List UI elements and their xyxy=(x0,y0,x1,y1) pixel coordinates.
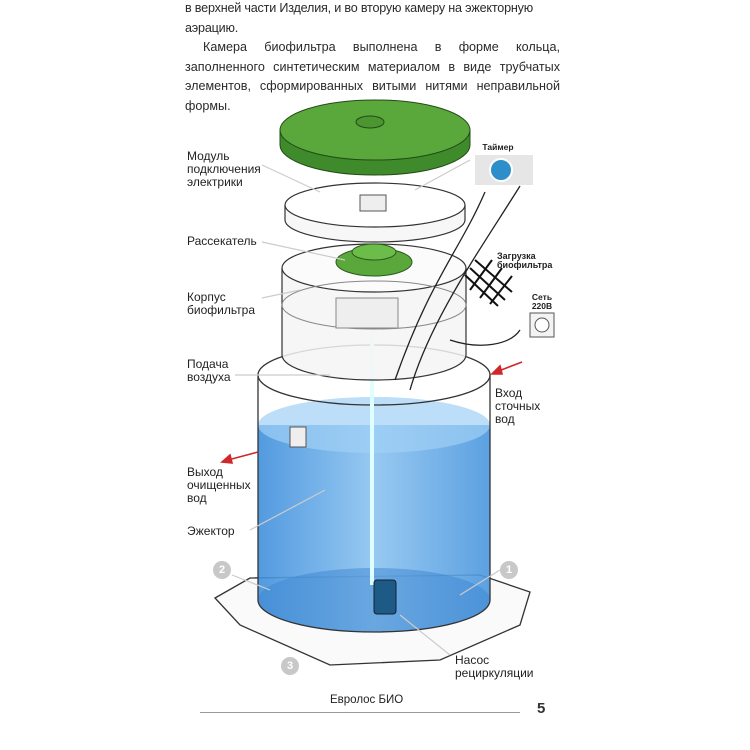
marker-2: 2 xyxy=(213,561,231,579)
cable xyxy=(409,185,521,391)
label-inlet: Вход сточных вод xyxy=(495,386,541,426)
label-ejector: Эжектор xyxy=(187,524,235,538)
label-scatterer: Рассекатель xyxy=(187,234,257,248)
body-text: в верхней части Изделия, и во вторую кам… xyxy=(185,0,560,116)
leader-lines xyxy=(231,159,501,656)
tank-outline xyxy=(257,375,491,633)
timer-socket-icon xyxy=(489,158,513,182)
page-number: 5 xyxy=(537,700,546,717)
paragraph: Камера биофильтра выполнена в форме коль… xyxy=(185,40,560,113)
cable xyxy=(394,191,486,381)
footer-divider xyxy=(200,712,520,713)
label-electrics-module: Модуль подключения электрики xyxy=(187,149,261,189)
label-mains: Сеть 220В xyxy=(531,292,553,311)
label-outlet: Выход очищенных вод xyxy=(187,465,251,505)
paragraph-line: в верхней части Изделия, и во вторую кам… xyxy=(185,1,533,35)
cable xyxy=(449,329,521,346)
label-air-supply: Подача воздуха xyxy=(187,357,231,384)
flow-arrows xyxy=(220,361,523,464)
biofilter-load-icon xyxy=(464,259,513,307)
figure-caption: Евролос БИО xyxy=(330,694,404,706)
marker-3: 3 xyxy=(281,657,299,675)
label-timer: Таймер xyxy=(482,142,514,152)
marker-1: 1 xyxy=(500,561,518,579)
label-pump: Насос рециркуляции xyxy=(455,653,534,680)
label-biofilter-body: Корпус биофильтра xyxy=(187,290,255,317)
label-biofilter-load: Загрузка биофильтра xyxy=(497,251,553,270)
recirculation-pump xyxy=(373,579,397,615)
outlet-pipe xyxy=(289,426,307,448)
